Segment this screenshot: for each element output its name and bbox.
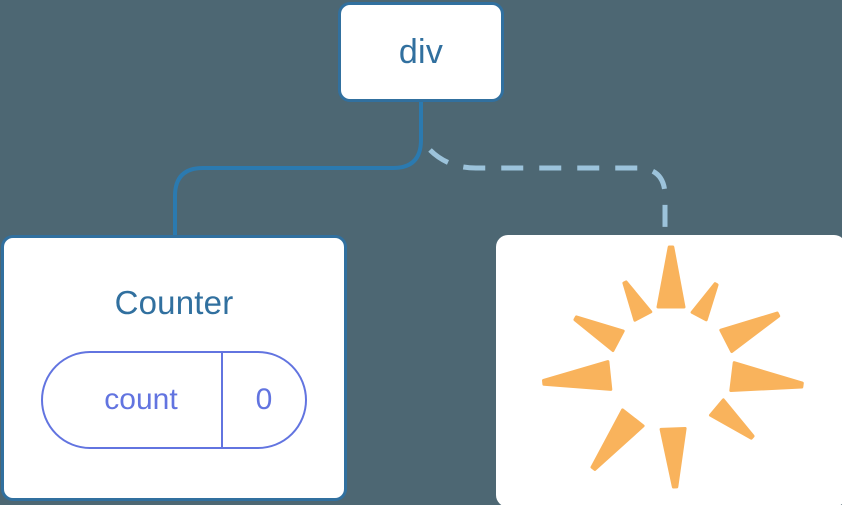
state-pill-count[interactable]: count 0 bbox=[41, 351, 307, 449]
sparkle-burst-svg bbox=[542, 245, 804, 489]
node-render[interactable] bbox=[496, 235, 842, 505]
edge-root-to-render bbox=[428, 148, 668, 237]
sparkle-ray-2 bbox=[690, 282, 719, 322]
edge-root-to-counter bbox=[173, 100, 423, 239]
node-counter[interactable]: Counter count 0 bbox=[1, 235, 347, 501]
sparkle-ray-6 bbox=[659, 427, 687, 489]
sparkle-rays bbox=[542, 245, 804, 489]
state-value-label: 0 bbox=[221, 353, 305, 447]
sparkle-ray-7 bbox=[590, 408, 645, 471]
sparkle-ray-5 bbox=[709, 398, 755, 440]
sparkle-ray-1 bbox=[656, 245, 686, 309]
sparkle-ray-9 bbox=[573, 315, 625, 352]
sparkle-burst-icon bbox=[531, 241, 811, 501]
node-counter-label: Counter bbox=[114, 284, 234, 321]
node-div-label: div bbox=[398, 33, 444, 71]
state-key-label: count bbox=[104, 383, 178, 416]
sparkle-ray-3 bbox=[719, 311, 781, 353]
node-div[interactable]: div bbox=[338, 2, 504, 102]
sparkle-ray-10 bbox=[622, 280, 653, 322]
sparkle-ray-8 bbox=[542, 360, 613, 391]
sparkle-ray-4 bbox=[729, 361, 804, 392]
